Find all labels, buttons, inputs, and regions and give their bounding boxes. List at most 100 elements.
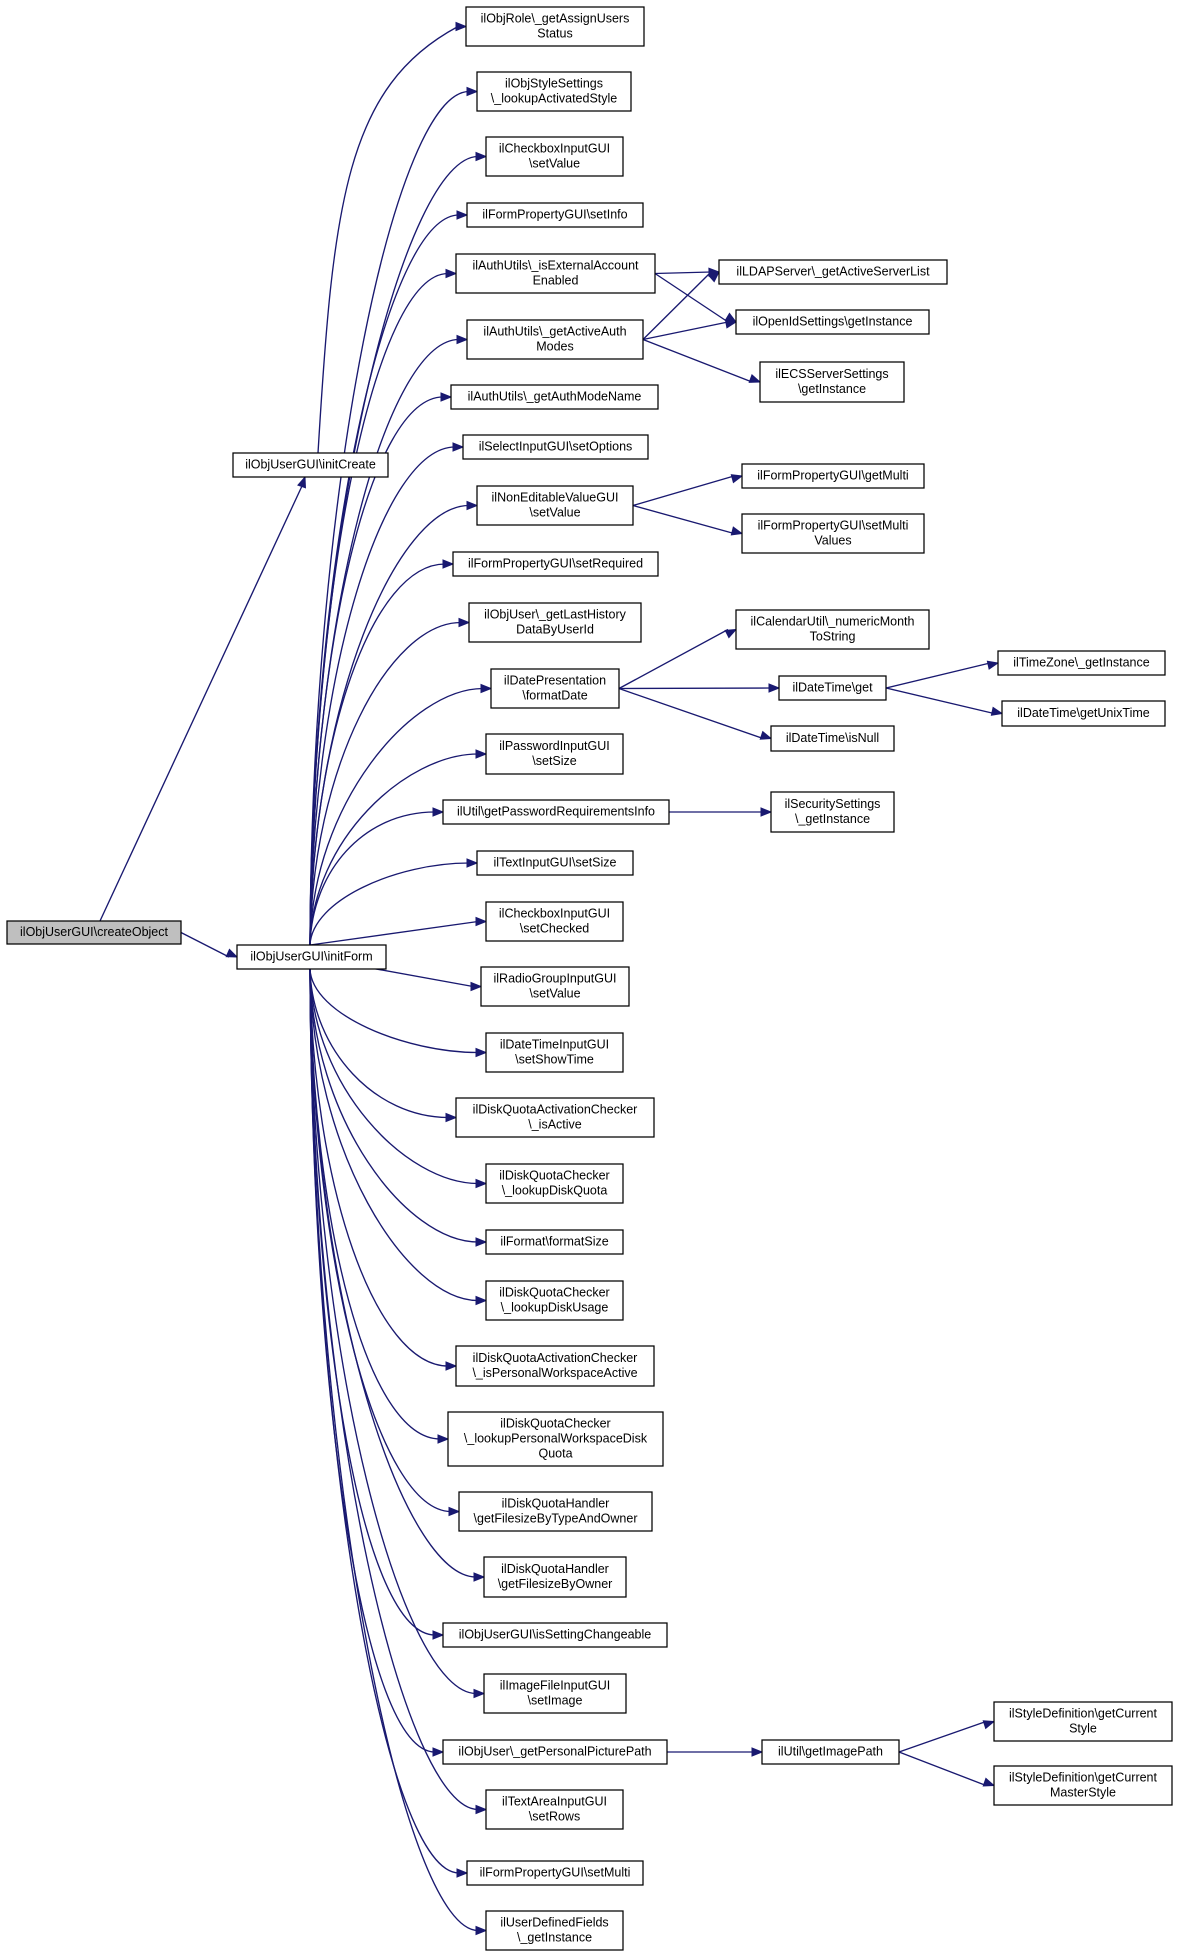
edge-line bbox=[309, 968, 479, 1054]
node-radioSetValue[interactable]: ilRadioGroupInputGUI\setValue bbox=[480, 966, 630, 1007]
node-getImagePath[interactable]: ilUtil\getImagePath bbox=[761, 1739, 900, 1765]
node-udfGetInstance[interactable]: ilUserDefinedFields\_getInstance bbox=[485, 1910, 624, 1951]
edge-initForm-to-getPasswordReq bbox=[309, 807, 445, 946]
node-nonEditableSetValue[interactable]: ilNonEditableValueGUI\setValue bbox=[476, 485, 634, 526]
node-setImage[interactable]: ilImageFileInputGUI\setImage bbox=[483, 1673, 627, 1714]
node-label: \getFilesizeByTypeAndOwner bbox=[474, 1511, 638, 1525]
node-getPersonalPicturePath[interactable]: ilObjUser\_getPersonalPicturePath bbox=[442, 1739, 668, 1765]
edge-line bbox=[309, 90, 470, 946]
node-lookupDiskUsage[interactable]: ilDiskQuotaChecker\_lookupDiskUsage bbox=[485, 1280, 624, 1321]
edge-arrowhead bbox=[475, 151, 488, 162]
node-ecsGetInstance[interactable]: ilECSServerSettings\getInstance bbox=[759, 361, 905, 403]
node-getPasswordReq[interactable]: ilUtil\getPasswordRequirementsInfo bbox=[442, 799, 670, 825]
node-setRequired[interactable]: ilFormPropertyGUI\setRequired bbox=[452, 551, 659, 577]
node-securityGetInstance[interactable]: ilSecuritySettings\_getInstance bbox=[770, 791, 895, 833]
node-dateTimeIsNull[interactable]: ilDateTime\isNull bbox=[770, 725, 895, 752]
node-getAuthModeName[interactable]: ilAuthUtils\_getAuthModeName bbox=[450, 384, 659, 410]
node-setOptions[interactable]: ilSelectInputGUI\setOptions bbox=[462, 434, 649, 460]
node-label: ilFormPropertyGUI\setMulti bbox=[480, 1865, 631, 1879]
node-getFilesizeByTypeAndOwner[interactable]: ilDiskQuotaHandler\getFilesizeByTypeAndO… bbox=[458, 1491, 653, 1532]
node-setInfo[interactable]: ilFormPropertyGUI\setInfo bbox=[466, 202, 644, 228]
edge-initForm-to-passwordSetSize bbox=[309, 749, 488, 946]
edge-arrowhead bbox=[986, 660, 1000, 670]
node-initForm[interactable]: ilObjUserGUI\initForm bbox=[236, 944, 387, 970]
node-box bbox=[770, 791, 895, 833]
node-box bbox=[485, 136, 624, 177]
node-box bbox=[458, 1491, 653, 1532]
node-formatDate[interactable]: ilDatePresentation\formatDate bbox=[490, 668, 620, 709]
node-setChecked[interactable]: ilCheckboxInputGUI\setChecked bbox=[485, 901, 624, 942]
node-box bbox=[476, 71, 632, 112]
edge-arrowhead bbox=[475, 1178, 488, 1189]
edge-line bbox=[885, 687, 995, 715]
node-dateTimeGet[interactable]: ilDateTime\get bbox=[778, 675, 887, 701]
node-createObject[interactable]: ilObjUserGUI\createObject bbox=[6, 920, 182, 945]
node-formatSize[interactable]: ilFormat\formatSize bbox=[485, 1229, 624, 1255]
edge-getImagePath-to-getCurrentMasterStyle bbox=[898, 1751, 996, 1787]
edge-arrowhead bbox=[470, 981, 483, 992]
node-box bbox=[485, 1229, 624, 1255]
node-isSettingChangeable[interactable]: ilObjUserGUI\isSettingChangeable bbox=[442, 1622, 668, 1648]
node-box bbox=[1001, 700, 1166, 727]
node-setShowTime[interactable]: ilDateTimeInputGUI\setShowTime bbox=[485, 1032, 624, 1073]
node-label: \setValue bbox=[529, 986, 580, 1000]
node-isPersonalWorkspaceActive[interactable]: ilDiskQuotaActivationChecker\_isPersonal… bbox=[455, 1345, 655, 1387]
node-label: ilCalendarUtil\_numericMonth bbox=[751, 614, 915, 628]
edge-line bbox=[898, 1720, 987, 1753]
node-box bbox=[718, 259, 948, 285]
node-box bbox=[465, 6, 645, 47]
node-initCreate[interactable]: ilObjUserGUI\initCreate bbox=[232, 452, 389, 478]
node-timeZoneGetInstance[interactable]: ilTimeZone\_getInstance bbox=[997, 650, 1166, 676]
node-ldapGetActiveServerList[interactable]: ilLDAPServer\_getActiveServerList bbox=[718, 259, 948, 285]
node-getUnixTime[interactable]: ilDateTime\getUnixTime bbox=[1001, 700, 1166, 727]
edge-arrowhead bbox=[730, 526, 744, 536]
node-box bbox=[468, 602, 642, 643]
node-checkboxSetValue[interactable]: ilCheckboxInputGUI\setValue bbox=[485, 136, 624, 177]
node-label: MasterStyle bbox=[1050, 1785, 1116, 1799]
edge-arrowhead bbox=[456, 1868, 469, 1878]
edge-arrowhead bbox=[475, 1804, 488, 1815]
node-setMulti[interactable]: ilFormPropertyGUI\setMulti bbox=[466, 1860, 644, 1886]
edge-arrowhead bbox=[724, 628, 738, 639]
edge-arrowhead bbox=[456, 334, 469, 345]
node-label: ilOpenIdSettings\getInstance bbox=[753, 314, 913, 328]
node-box bbox=[997, 650, 1166, 676]
node-label: ilObjUserGUI\initForm bbox=[250, 949, 372, 963]
edge-line bbox=[654, 272, 729, 323]
node-getMulti[interactable]: ilFormPropertyGUI\getMulti bbox=[741, 463, 925, 489]
edge-line bbox=[309, 968, 479, 1811]
node-openIdGetInstance[interactable]: ilOpenIdSettings\getInstance bbox=[735, 309, 930, 335]
node-setRows[interactable]: ilTextAreaInputGUI\setRows bbox=[485, 1789, 624, 1830]
edge-arrowhead bbox=[724, 319, 738, 329]
node-label: ilObjUserGUI\createObject bbox=[20, 925, 168, 939]
node-label: ilDiskQuotaActivationChecker bbox=[473, 1102, 638, 1116]
node-label: ilObjRole\_getAssignUsers bbox=[481, 11, 630, 25]
node-label: ilPasswordInputGUI bbox=[499, 739, 609, 753]
node-lookupDiskQuota[interactable]: ilDiskQuotaChecker\_lookupDiskQuota bbox=[485, 1163, 624, 1204]
node-textSetSize[interactable]: ilTextInputGUI\setSize bbox=[476, 850, 634, 876]
edge-arrowhead bbox=[445, 1361, 458, 1371]
edge-dateTimeGet-to-getUnixTime bbox=[885, 687, 1004, 716]
edge-arrowhead bbox=[990, 706, 1004, 716]
node-box bbox=[741, 513, 925, 554]
node-label: ilDateTime\get bbox=[792, 680, 873, 694]
node-label: ilUtil\getPasswordRequirementsInfo bbox=[457, 804, 655, 818]
node-passwordSetSize[interactable]: ilPasswordInputGUI\setSize bbox=[485, 733, 624, 775]
node-label: ilAuthUtils\_getAuthModeName bbox=[468, 389, 642, 403]
node-getFilesizeByOwner[interactable]: ilDiskQuotaHandler\getFilesizeByOwner bbox=[483, 1556, 627, 1598]
edge-arrowhead bbox=[751, 1747, 764, 1757]
edge-getPersonalPicturePath-to-getImagePath bbox=[667, 1747, 764, 1757]
node-dqIsActive[interactable]: ilDiskQuotaActivationChecker\_isActive bbox=[455, 1097, 655, 1138]
edge-initForm-to-lookupPersonalWorkspaceDiskQuota bbox=[309, 968, 450, 1444]
node-lookupActivatedStyle[interactable]: ilObjStyleSettings\_lookupActivatedStyle bbox=[476, 71, 632, 112]
node-lookupPersonalWorkspaceDiskQuota[interactable]: ilDiskQuotaChecker\_lookupPersonalWorksp… bbox=[447, 1411, 664, 1467]
edge-line bbox=[309, 753, 479, 946]
